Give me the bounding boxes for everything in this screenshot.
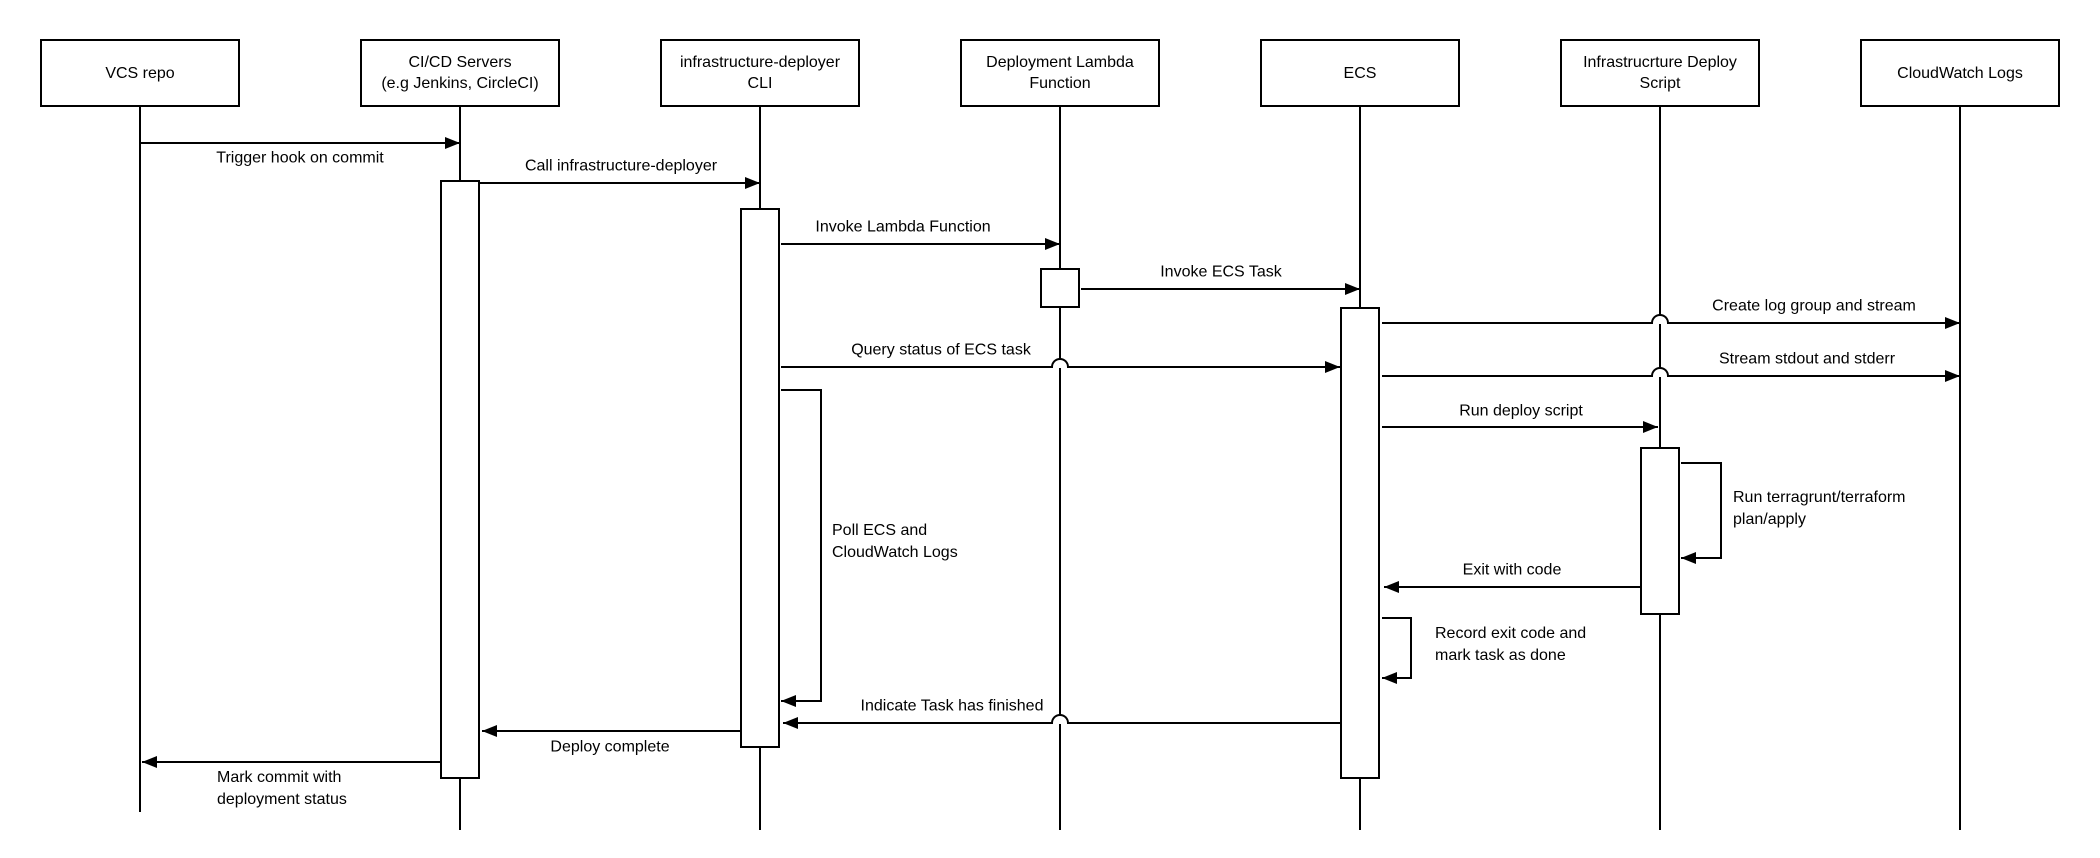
message-label-line: Mark commit with bbox=[217, 769, 342, 786]
self-message-label-line: mark task as done bbox=[1435, 647, 1566, 664]
message-line-run-deploy-script bbox=[1382, 426, 1658, 428]
line-hop bbox=[1051, 358, 1069, 368]
self-message-label-line: Record exit code and bbox=[1435, 625, 1587, 642]
lifeline-vcs-repo bbox=[139, 106, 141, 812]
message-label-trigger-hook: Trigger hook on commit bbox=[216, 149, 384, 167]
self-message-poll-ecs-cloudwatch bbox=[781, 389, 822, 702]
arrowhead-icon bbox=[1681, 552, 1696, 564]
self-message-label-line: plan/apply bbox=[1733, 511, 1806, 528]
lifeline-cloudwatch-logs bbox=[1959, 106, 1961, 830]
arrowhead-icon bbox=[1345, 283, 1360, 295]
participant-box-ecs: ECS bbox=[1260, 39, 1460, 107]
line-hop bbox=[1651, 367, 1669, 377]
arrowhead-icon bbox=[1384, 581, 1399, 593]
message-label-deploy-complete: Deploy complete bbox=[550, 738, 670, 756]
activation-lambda bbox=[1040, 268, 1080, 308]
participant-label: ECS bbox=[1343, 64, 1377, 82]
message-label-stream-stdout: Stream stdout and stderr bbox=[1718, 350, 1896, 368]
self-message-run-terragrunt bbox=[1681, 462, 1722, 559]
message-line-call-deployer bbox=[480, 182, 760, 184]
arrowhead-icon bbox=[482, 725, 497, 737]
participant-box-vcs-repo: VCS repo bbox=[40, 39, 240, 107]
self-message-label-record-exit-code: Record exit code and mark task as done bbox=[1435, 623, 1586, 667]
participant-label-line2: Function bbox=[1029, 75, 1091, 92]
arrowhead-icon bbox=[1945, 317, 1960, 329]
participant-label: infrastructure-deployer bbox=[679, 54, 841, 71]
participant-label: CI/CD Servers bbox=[408, 54, 512, 71]
self-message-label-line: Poll ECS and bbox=[832, 522, 928, 539]
self-message-label-line: CloudWatch Logs bbox=[832, 544, 958, 561]
message-label-invoke-ecs-task: Invoke ECS Task bbox=[1160, 263, 1282, 281]
message-label-call-deployer: Call infrastructure-deployer bbox=[524, 157, 718, 175]
line-hop bbox=[1051, 714, 1069, 724]
message-line-mark-commit bbox=[142, 761, 440, 763]
message-line-invoke-ecs-task bbox=[1081, 288, 1360, 290]
line-hop bbox=[1651, 314, 1669, 324]
participant-label: Deployment Lambda bbox=[986, 54, 1134, 71]
message-label-line: deployment status bbox=[217, 791, 347, 808]
participant-label-line2: CLI bbox=[747, 75, 773, 92]
message-label-indicate-finished: Indicate Task has finished bbox=[860, 697, 1044, 715]
arrowhead-icon bbox=[1945, 370, 1960, 382]
message-label-query-status: Query status of ECS task bbox=[851, 341, 1031, 359]
message-line-invoke-lambda bbox=[781, 243, 1060, 245]
arrowhead-icon bbox=[745, 177, 760, 189]
activation-cli bbox=[740, 208, 780, 748]
message-line-deploy-complete bbox=[482, 730, 741, 732]
participant-label-line2: Script bbox=[1639, 75, 1681, 92]
participant-box-cicd-servers: CI/CD Servers (e.g Jenkins, CircleCI) bbox=[360, 39, 560, 107]
arrowhead-icon bbox=[1643, 421, 1658, 433]
self-message-label-run-terragrunt: Run terragrunt/terraform plan/apply bbox=[1733, 487, 1906, 531]
message-label-invoke-lambda: Invoke Lambda Function bbox=[815, 218, 991, 236]
arrowhead-icon bbox=[1045, 238, 1060, 250]
message-line-trigger-hook bbox=[140, 142, 460, 144]
arrowhead-icon bbox=[783, 717, 798, 729]
participant-box-cloudwatch-logs: CloudWatch Logs bbox=[1860, 39, 2060, 107]
message-label-mark-commit: Mark commit with deployment status bbox=[217, 767, 347, 811]
message-label-run-deploy-script: Run deploy script bbox=[1459, 402, 1583, 420]
self-message-record-exit-code bbox=[1382, 617, 1412, 679]
message-line-create-log-group bbox=[1382, 322, 1960, 324]
arrowhead-icon bbox=[781, 695, 796, 707]
participant-label: VCS repo bbox=[105, 64, 175, 82]
activation-script bbox=[1640, 447, 1680, 615]
arrowhead-icon bbox=[1382, 672, 1397, 684]
message-label-create-log-group: Create log group and stream bbox=[1712, 297, 1916, 315]
activation-cicd bbox=[440, 180, 480, 779]
message-line-stream-stdout bbox=[1382, 375, 1960, 377]
participant-label: CloudWatch Logs bbox=[1897, 64, 2023, 82]
activation-ecs bbox=[1340, 307, 1380, 779]
arrowhead-icon bbox=[445, 137, 460, 149]
arrowhead-icon bbox=[1325, 361, 1340, 373]
arrowhead-icon bbox=[142, 756, 157, 768]
lifeline-lambda-function bbox=[1059, 106, 1061, 830]
message-label-exit-with-code: Exit with code bbox=[1462, 561, 1562, 579]
message-line-exit-with-code bbox=[1384, 586, 1641, 588]
self-message-label-line: Run terragrunt/terraform bbox=[1733, 489, 1906, 506]
participant-label-line2: (e.g Jenkins, CircleCI) bbox=[381, 75, 539, 92]
participant-label: Infrastrucrture Deploy bbox=[1583, 54, 1737, 71]
